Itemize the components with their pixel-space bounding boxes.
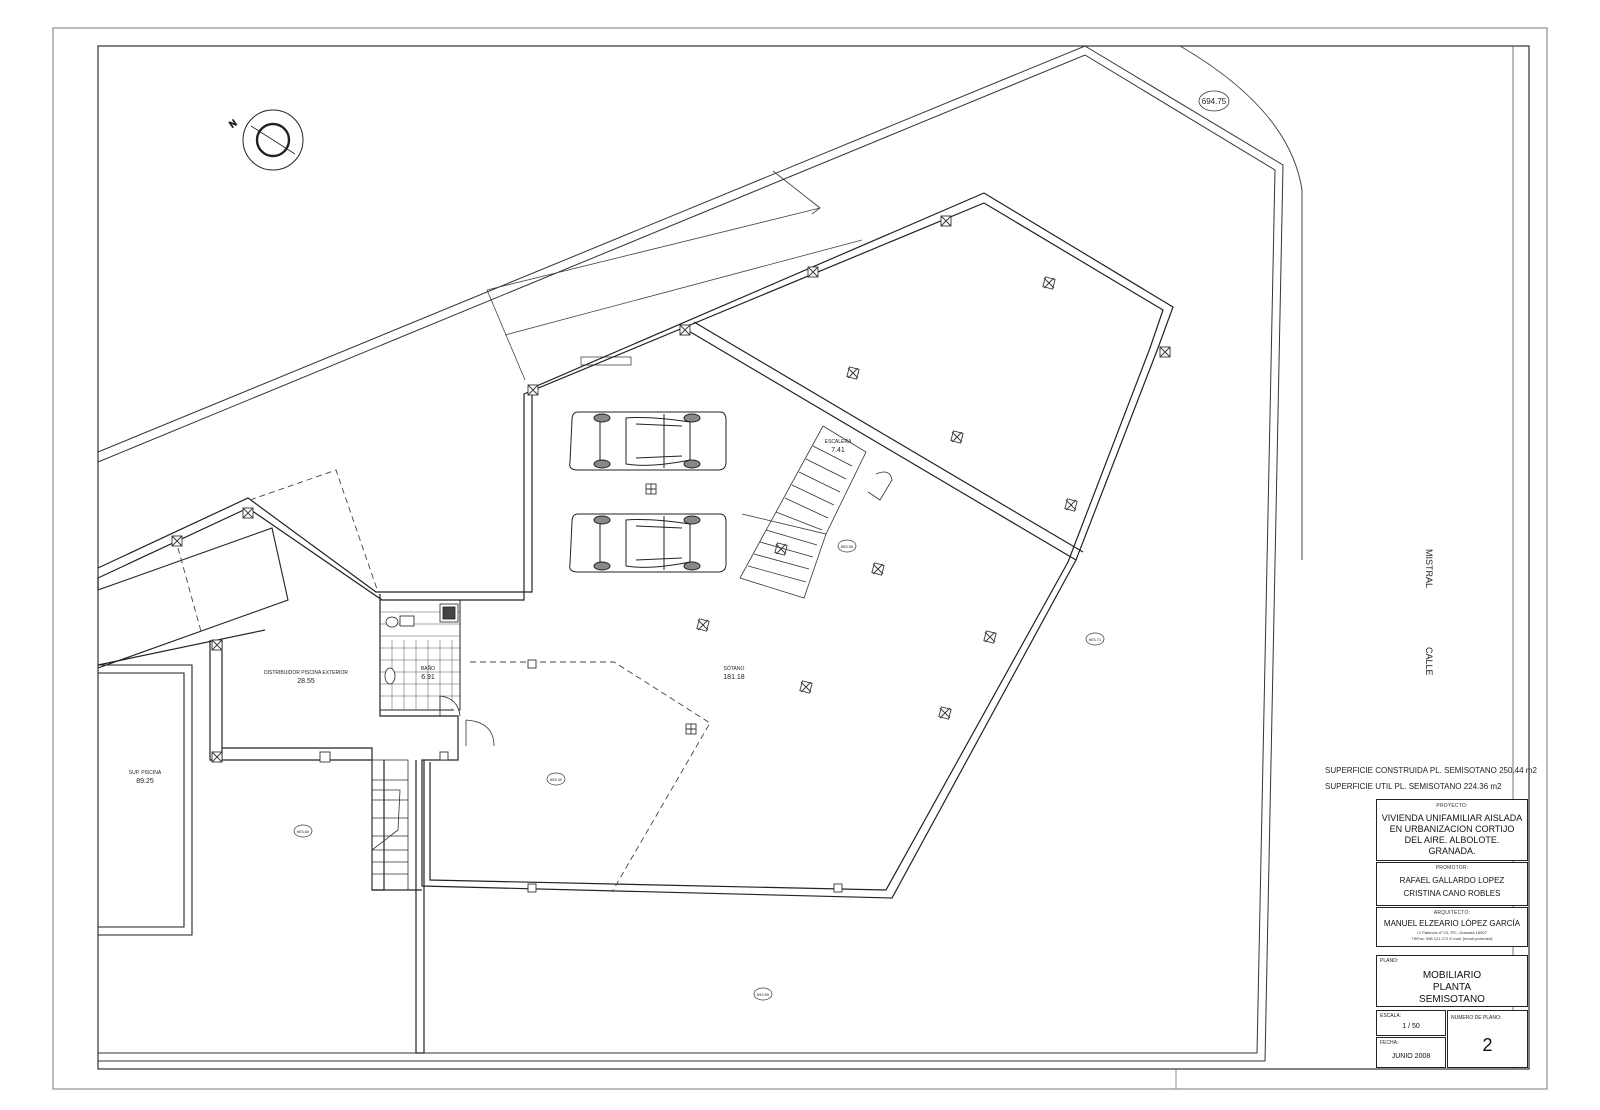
title-block-arquitecto: ARQUITECTO: MANUEL ELZEARIO LÓPEZ GARCÍA… [1376,907,1528,947]
surface-construida: SUPERFICIE CONSTRUIDA PL. SEMISOTANO 250… [1325,766,1537,775]
promotor-name-1: RAFAEL GALLARDO LOPEZ [1399,876,1505,885]
numero-caption: NUMERO DE PLANO: [1451,1015,1502,1021]
proyecto-title: VIVIENDA UNIFAMILIAR AISLADA EN URBANIZA… [1381,813,1523,856]
arquitecto-caption: ARQUITECTO: [1433,910,1471,916]
column [645,483,657,495]
escala-caption: ESCALA: [1380,1013,1402,1019]
structural-columns [171,215,1171,893]
promotor-name-2: CRISTINA CANO ROBLES [1403,889,1501,898]
level-marker: 693.60 [297,829,310,834]
north-label: N [227,118,238,130]
column [527,659,537,669]
level-markers [293,539,1105,1001]
street-label-mistral: MISTRAL [1424,549,1434,588]
title-block-promotor: PROMOTOR: RAFAEL GALLARDO LOPEZ CRISTINA… [1376,862,1528,906]
building-walls [97,192,1174,1054]
sheet-outer-frame [52,27,1548,1090]
parcel-boundary [97,45,1284,1062]
level-marker: 693.40 [550,777,563,782]
column [983,630,997,644]
room-name-sotano: SÓTANO [724,665,745,672]
title-block-proyecto: PROYECTO: VIVIENDA UNIFAMILIAR AISLADA E… [1376,799,1528,861]
car-1 [569,411,727,471]
column [1042,276,1056,290]
room-name-piscina: SUP. PISCINA [129,770,162,776]
bathroom-tiles [379,599,461,711]
column [938,706,952,720]
room-area-distribuidor: 28.55 [297,678,315,685]
column [211,639,223,651]
room-area-escalera: 7.41 [831,447,845,454]
room-name-distribuidor: DISTRIBUIDOR PISCINA EXTERIOR [264,670,348,676]
arquitecto-name: MANUEL ELZEARIO LÓPEZ GARCÍA [1383,919,1521,928]
column [527,384,539,396]
room-area-bano: 6.91 [421,674,435,681]
column [211,751,223,763]
pool-outline [97,527,289,936]
column [679,324,691,336]
stair-lower [371,759,409,891]
column [319,751,331,763]
bathroom-fixtures [384,603,461,717]
numero-value: 2 [1482,1035,1493,1055]
roof-projection-lines [177,469,711,893]
column [846,366,860,380]
room-name-bano: BAÑO [421,665,435,672]
column [940,215,952,227]
column [1159,346,1171,358]
proyecto-caption: PROYECTO: [1436,803,1468,809]
column [807,266,819,278]
promotor-caption: PROMOTOR: [1435,865,1469,871]
column [696,618,710,632]
escala-value: 1 / 50 [1402,1023,1420,1030]
room-area-sotano: 181.18 [723,674,745,681]
street-label-calle: CALLE [1424,647,1434,676]
spot-elevation-value: 694.75 [1202,97,1227,106]
column [1064,498,1078,512]
stair-escalera [739,425,893,599]
sheet-inner-frame [97,45,1530,1070]
surface-util: SUPERFICIE UTIL PL. SEMISOTANO 224.36 m2 [1325,782,1502,791]
column [950,430,964,444]
column [799,680,813,694]
street-curb [1179,45,1303,560]
arquitecto-address: C/ Palencia nº 23, 3ºC, Granada 18007 [1417,930,1487,935]
level-marker: 693.50 [757,992,770,997]
fecha-caption: FECHA: [1380,1040,1399,1046]
column [833,883,843,893]
car-2 [569,513,727,573]
title-block-numero: NUMERO DE PLANO: 2 [1447,1010,1528,1068]
door-swing [465,719,495,747]
spot-elevation: 694.75 [1198,90,1230,112]
column [774,542,788,556]
north-arrow-icon: N [227,109,304,171]
room-area-piscina: 89.25 [136,778,154,785]
title-block-escala: ESCALA: 1 / 50 [1376,1010,1446,1036]
plano-title: MOBILIARIO PLANTA SEMISOTANO [1419,970,1485,1005]
level-marker: 693.71 [1089,637,1102,642]
room-name-escalera: ESCALERA [825,439,852,445]
fecha-value: JUNIO 2008 [1391,1053,1431,1060]
access-strip [486,170,863,381]
column [871,562,885,576]
column [242,507,254,519]
level-marker: 693.50 [841,544,854,549]
column [171,535,183,547]
column [439,751,449,761]
arquitecto-contact: Tlf/Fax: 958 121 271 E-mail: [email prot… [1411,936,1493,941]
title-block-fecha: FECHA: JUNIO 2008 [1376,1037,1446,1068]
column [685,723,697,735]
column [527,883,537,893]
plano-caption: PLANO: [1380,958,1399,964]
title-block-plano: PLANO: MOBILIARIO PLANTA SEMISOTANO [1376,955,1528,1007]
